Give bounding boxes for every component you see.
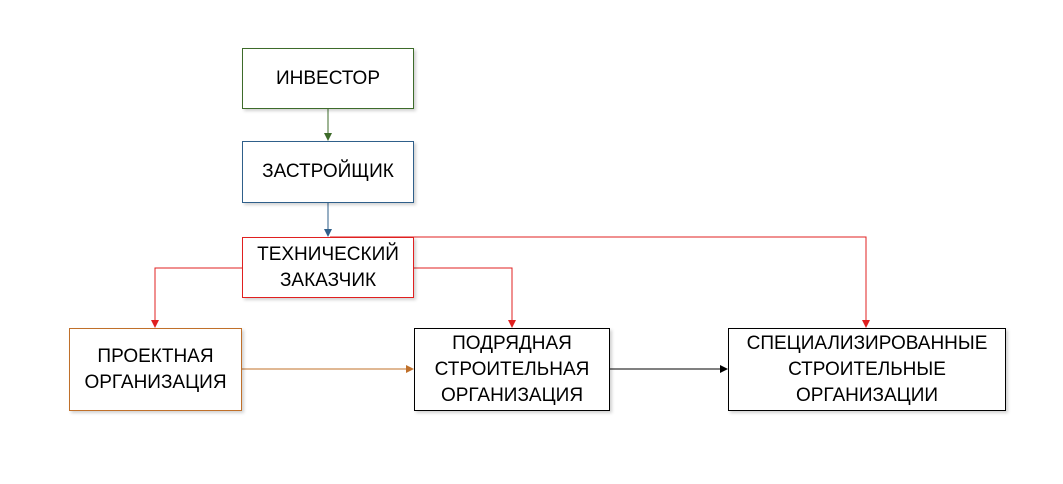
node-technical-customer-label: ТЕХНИЧЕСКИЙ ЗАКАЗЧИК (257, 243, 399, 291)
edge-customer-design (151, 267, 242, 328)
node-design-organization: ПРОЕКТНАЯ ОРГАНИЗАЦИЯ (69, 328, 242, 411)
node-technical-customer: ТЕХНИЧЕСКИЙ ЗАКАЗЧИК (242, 237, 414, 298)
node-investor: ИНВЕСТОР (242, 48, 414, 109)
node-specialized-organizations: СПЕЦИАЛИЗИРОВАННЫЕ СТРОИТЕЛЬНЫЕ ОРГАНИЗА… (728, 328, 1006, 411)
node-contractor-organization: ПОДРЯДНАЯ СТРОИТЕЛЬНАЯ ОРГАНИЗАЦИЯ (414, 328, 610, 411)
node-contractor-organization-label: ПОДРЯДНАЯ СТРОИТЕЛЬНАЯ ОРГАНИЗАЦИЯ (434, 332, 590, 406)
edge-customer-special (330, 236, 866, 327)
edge-customer-contractor (414, 267, 516, 328)
node-design-organization-label: ПРОЕКТНАЯ ОРГАНИЗАЦИЯ (84, 345, 227, 393)
node-developer: ЗАСТРОЙЩИК (242, 141, 414, 203)
node-investor-label: ИНВЕСТОР (275, 67, 381, 89)
node-specialized-organizations-label: СПЕЦИАЛИЗИРОВАННЫЕ СТРОИТЕЛЬНЫЕ ОРГАНИЗА… (746, 332, 988, 406)
node-developer-label: ЗАСТРОЙЩИК (262, 161, 394, 182)
